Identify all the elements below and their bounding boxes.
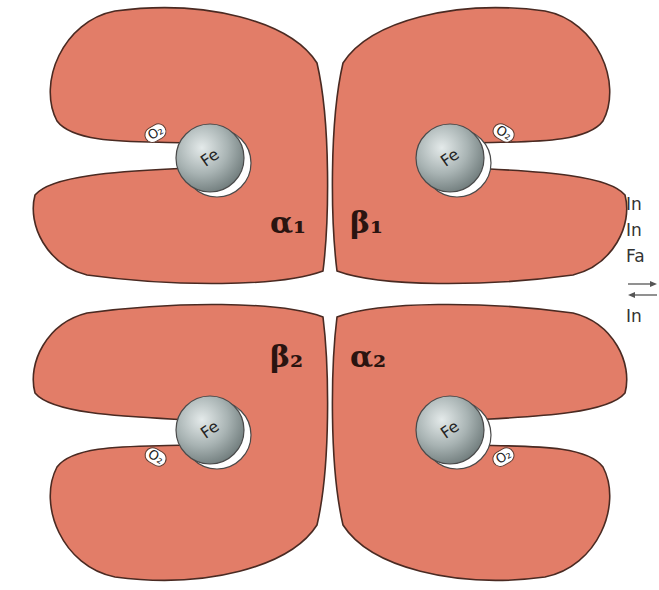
subunit-name: β₁ <box>350 208 383 238</box>
heme-iron: Fe <box>172 120 256 204</box>
heme-iron: Fe <box>412 120 496 204</box>
subunit-shape <box>33 304 327 580</box>
globin-subunit: β₂ Fe <box>25 300 325 585</box>
globin-subunit: α₁ Fe <box>25 3 325 288</box>
subunit-shape <box>33 8 327 284</box>
arrow-head <box>628 292 635 298</box>
subunit-outline <box>25 3 325 288</box>
side-text: In <box>626 222 642 239</box>
subunit-name: β₂ <box>270 342 303 372</box>
side-text: Fa <box>626 248 645 265</box>
side-text: In <box>626 308 642 325</box>
subunit-name: α₂ <box>350 342 386 372</box>
side-text: In <box>626 196 642 213</box>
subunit-name: α₁ <box>270 208 306 238</box>
arrow-head <box>650 281 657 287</box>
right-arrow <box>628 283 652 284</box>
subunit-shape <box>332 304 626 580</box>
heme-iron: Fe <box>412 392 496 476</box>
subunit-shape <box>332 8 626 284</box>
left-arrow <box>633 294 657 295</box>
globin-subunit: β₁ Fe <box>335 3 635 288</box>
heme-iron: Fe <box>172 392 256 476</box>
globin-subunit: α₂ Fe <box>335 300 635 585</box>
